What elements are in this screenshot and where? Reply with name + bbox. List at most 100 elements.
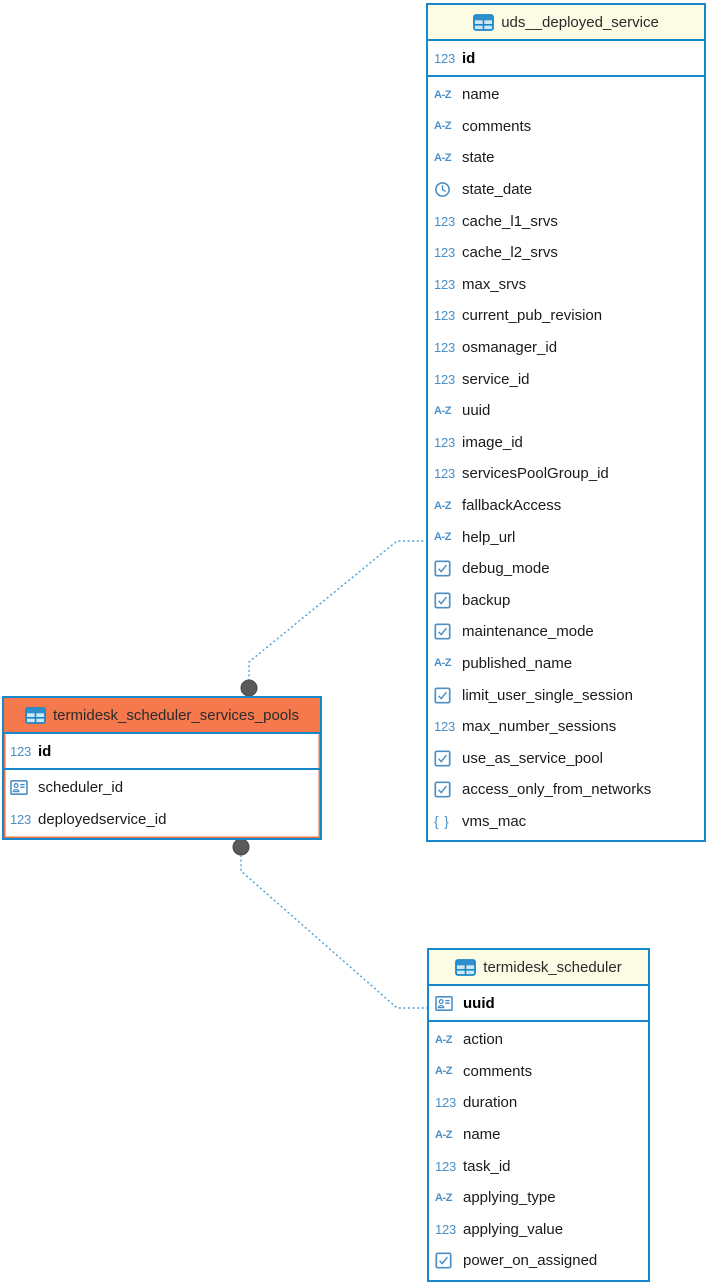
- column-name: use_as_service_pool: [462, 749, 603, 767]
- text-icon: A-Z: [435, 1033, 453, 1046]
- column-row[interactable]: 123 id: [4, 734, 320, 768]
- text-icon: A-Z: [435, 1191, 453, 1204]
- column-name: applying_type: [463, 1189, 556, 1207]
- boolean-icon: [434, 560, 462, 577]
- column-name: state_date: [462, 181, 533, 199]
- text-icon: A-Z: [434, 657, 452, 670]
- column-name: osmanager_id: [462, 339, 558, 357]
- column-name: comments: [462, 117, 532, 135]
- relationship-endpoint-dot[interactable]: [240, 679, 258, 697]
- column-row[interactable]: A-Z name: [428, 79, 704, 111]
- table-termidesk_scheduler[interactable]: termidesk_scheduler uuid A-Z action A-Z …: [427, 948, 650, 1282]
- column-name: uuid: [463, 994, 495, 1012]
- column-row[interactable]: maintenance_mode: [428, 616, 704, 648]
- text-icon: A-Z: [434, 499, 452, 512]
- column-row[interactable]: 123 service_id: [428, 363, 704, 395]
- column-row[interactable]: 123 deployedservice_id: [4, 804, 320, 836]
- text-icon: A-Z: [434, 151, 452, 164]
- boolean-icon: [434, 781, 462, 798]
- column-row[interactable]: backup: [428, 585, 704, 617]
- column-row[interactable]: 123 image_id: [428, 427, 704, 459]
- text-icon: A-Z: [435, 1128, 453, 1141]
- numeric-icon: 123: [435, 1095, 457, 1111]
- primary-key-section: uuid: [429, 986, 648, 1022]
- numeric-icon: 123: [435, 1158, 457, 1174]
- column-row[interactable]: scheduler_id: [4, 772, 320, 804]
- column-name: duration: [463, 1094, 518, 1112]
- boolean-icon: [435, 1252, 463, 1270]
- boolean-icon: [434, 750, 462, 767]
- column-row[interactable]: A-Z name: [429, 1119, 648, 1151]
- column-row[interactable]: 123 task_id: [429, 1150, 648, 1182]
- column-name: max_srvs: [462, 275, 527, 293]
- column-name: name: [463, 1126, 501, 1144]
- column-row[interactable]: 123 applying_value: [429, 1214, 648, 1246]
- column-row[interactable]: access_only_from_networks: [428, 774, 704, 806]
- relationship-endpoint-dot[interactable]: [232, 838, 250, 856]
- column-row[interactable]: A-Z action: [429, 1024, 648, 1056]
- numeric-icon: 123: [434, 371, 456, 387]
- column-row[interactable]: 123 max_number_sessions: [428, 711, 704, 743]
- column-row[interactable]: 123 osmanager_id: [428, 332, 704, 364]
- column-row[interactable]: 123 max_srvs: [428, 269, 704, 301]
- column-name: image_id: [462, 433, 523, 451]
- table-icon: [473, 13, 495, 31]
- numeric-icon: 123: [434, 50, 456, 66]
- table-header[interactable]: termidesk_scheduler: [429, 950, 648, 986]
- column-row[interactable]: 123 current_pub_revision: [428, 300, 704, 332]
- column-name: service_id: [462, 370, 530, 388]
- column-name: id: [38, 742, 52, 760]
- column-row[interactable]: state_date: [428, 174, 704, 206]
- column-row[interactable]: debug_mode: [428, 553, 704, 585]
- table-uds__deployed_service[interactable]: uds__deployed_service 123 id A-Z name A-…: [426, 3, 706, 843]
- columns-section: scheduler_id 123 deployedservice_id: [4, 770, 320, 838]
- column-name: name: [462, 86, 500, 104]
- reference-icon: [10, 779, 38, 796]
- column-row[interactable]: use_as_service_pool: [428, 742, 704, 774]
- column-row[interactable]: 123 id: [428, 41, 704, 75]
- column-name: servicesPoolGroup_id: [462, 465, 609, 483]
- text-icon: A-Z: [435, 1065, 453, 1078]
- table-header[interactable]: uds__deployed_service: [428, 5, 704, 41]
- column-row[interactable]: A-Z state: [428, 142, 704, 174]
- text-icon: A-Z: [434, 88, 452, 101]
- table-header[interactable]: termidesk_scheduler_services_pools: [4, 698, 320, 734]
- column-row[interactable]: A-Z comments: [429, 1056, 648, 1088]
- column-row[interactable]: power_on_assigned: [429, 1245, 648, 1277]
- column-name: cache_l1_srvs: [462, 212, 558, 230]
- table-title: uds__deployed_service: [501, 13, 659, 31]
- relationship-line[interactable]: [240, 855, 428, 1009]
- column-row[interactable]: 123 cache_l1_srvs: [428, 205, 704, 237]
- numeric-icon: 123: [434, 308, 456, 324]
- column-row[interactable]: 123 duration: [429, 1087, 648, 1119]
- column-name: maintenance_mode: [462, 623, 594, 641]
- json-icon: { }: [434, 813, 450, 829]
- column-row[interactable]: 123 cache_l2_srvs: [428, 237, 704, 269]
- table-termidesk_scheduler_services_pools[interactable]: termidesk_scheduler_services_pools 123 i…: [2, 696, 322, 841]
- text-icon: A-Z: [434, 531, 452, 544]
- numeric-icon: 123: [434, 245, 456, 261]
- column-row[interactable]: A-Z uuid: [428, 395, 704, 427]
- column-row[interactable]: A-Z comments: [428, 111, 704, 143]
- columns-section: A-Z name A-Z comments A-Z state state_da…: [428, 77, 704, 840]
- column-row[interactable]: limit_user_single_session: [428, 679, 704, 711]
- column-name: limit_user_single_session: [462, 686, 633, 704]
- column-name: vms_mac: [462, 812, 527, 830]
- column-row[interactable]: { } vms_mac: [428, 806, 704, 838]
- table-icon: [25, 706, 46, 724]
- columns-section: A-Z action A-Z comments 123 duration A-Z…: [429, 1022, 648, 1280]
- numeric-icon: 123: [10, 811, 32, 827]
- column-name: access_only_from_networks: [462, 781, 652, 799]
- column-row[interactable]: A-Z published_name: [428, 648, 704, 680]
- column-row[interactable]: 123 servicesPoolGroup_id: [428, 458, 704, 490]
- column-row[interactable]: uuid: [429, 986, 648, 1020]
- column-row[interactable]: A-Z applying_type: [429, 1182, 648, 1214]
- relationship-line[interactable]: [248, 540, 428, 681]
- table-icon: [455, 958, 477, 976]
- primary-key-section: 123 id: [4, 734, 320, 770]
- column-name: debug_mode: [462, 560, 550, 578]
- column-name: state: [462, 149, 495, 167]
- column-row[interactable]: A-Z fallbackAccess: [428, 490, 704, 522]
- column-row[interactable]: A-Z help_url: [428, 521, 704, 553]
